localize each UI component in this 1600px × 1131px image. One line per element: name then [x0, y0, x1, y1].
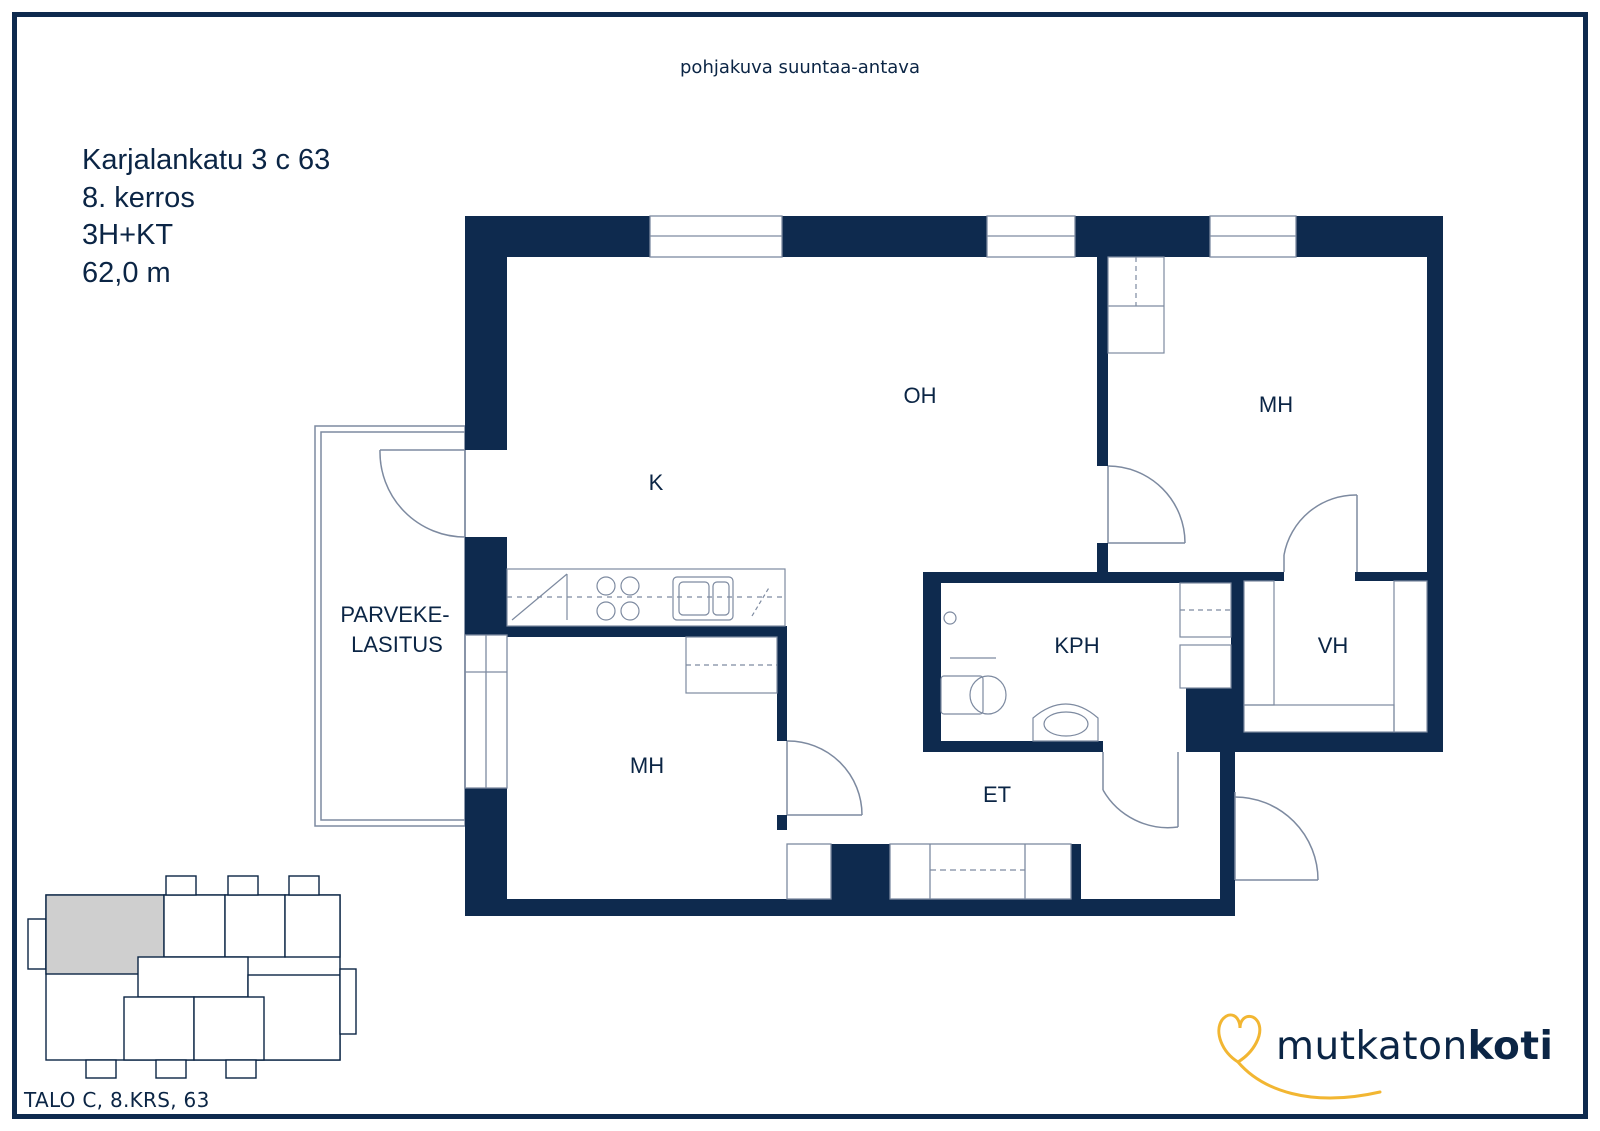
brand-logo: mutkatonkoti — [1276, 1024, 1553, 1069]
address: Karjalankatu 3 c 63 — [82, 144, 331, 176]
page-frame — [12, 12, 1588, 1119]
brand-name-bold: koti — [1467, 1024, 1554, 1069]
wardrobes — [685, 256, 1428, 733]
room-label-closet: VH — [1318, 633, 1349, 658]
room-label-kitchen: K — [649, 470, 664, 495]
room-label-bedroom-sw: MH — [630, 753, 664, 778]
disclaimer-text: pohjakuva suuntaa-antava — [680, 57, 920, 78]
brand-heart-icon — [1217, 1013, 1382, 1100]
building-location-label: TALO C, 8.KRS, 63 — [24, 1088, 210, 1112]
room-label-hall: ET — [983, 782, 1011, 807]
floor: 8. kerros — [82, 181, 195, 214]
brand-name-regular: mutkaton — [1276, 1024, 1468, 1069]
apartment-info: Karjalankatu 3 c 63 8. kerros 3H+KT 62,0… — [82, 142, 330, 292]
room-label-balcony-2: LASITUS — [351, 632, 443, 657]
bathroom-fixtures — [940, 611, 1099, 742]
room-label-living: OH — [904, 383, 937, 408]
room-label-bathroom: KPH — [1054, 633, 1099, 658]
doors — [379, 449, 1358, 881]
windows — [464, 215, 1297, 900]
apartment-area: 62,0 m — [82, 256, 171, 289]
room-labels: OH K MH KPH VH MH ET PARVEKE- LASITUS — [340, 383, 1348, 807]
walls — [465, 216, 1443, 916]
room-label-balcony-1: PARVEKE- — [340, 602, 449, 627]
apartment-type: 3H+KT — [82, 219, 174, 251]
kitchen-counter — [506, 568, 786, 627]
building-key-plan — [27, 875, 357, 1079]
room-label-bedroom-ne: MH — [1259, 392, 1293, 417]
